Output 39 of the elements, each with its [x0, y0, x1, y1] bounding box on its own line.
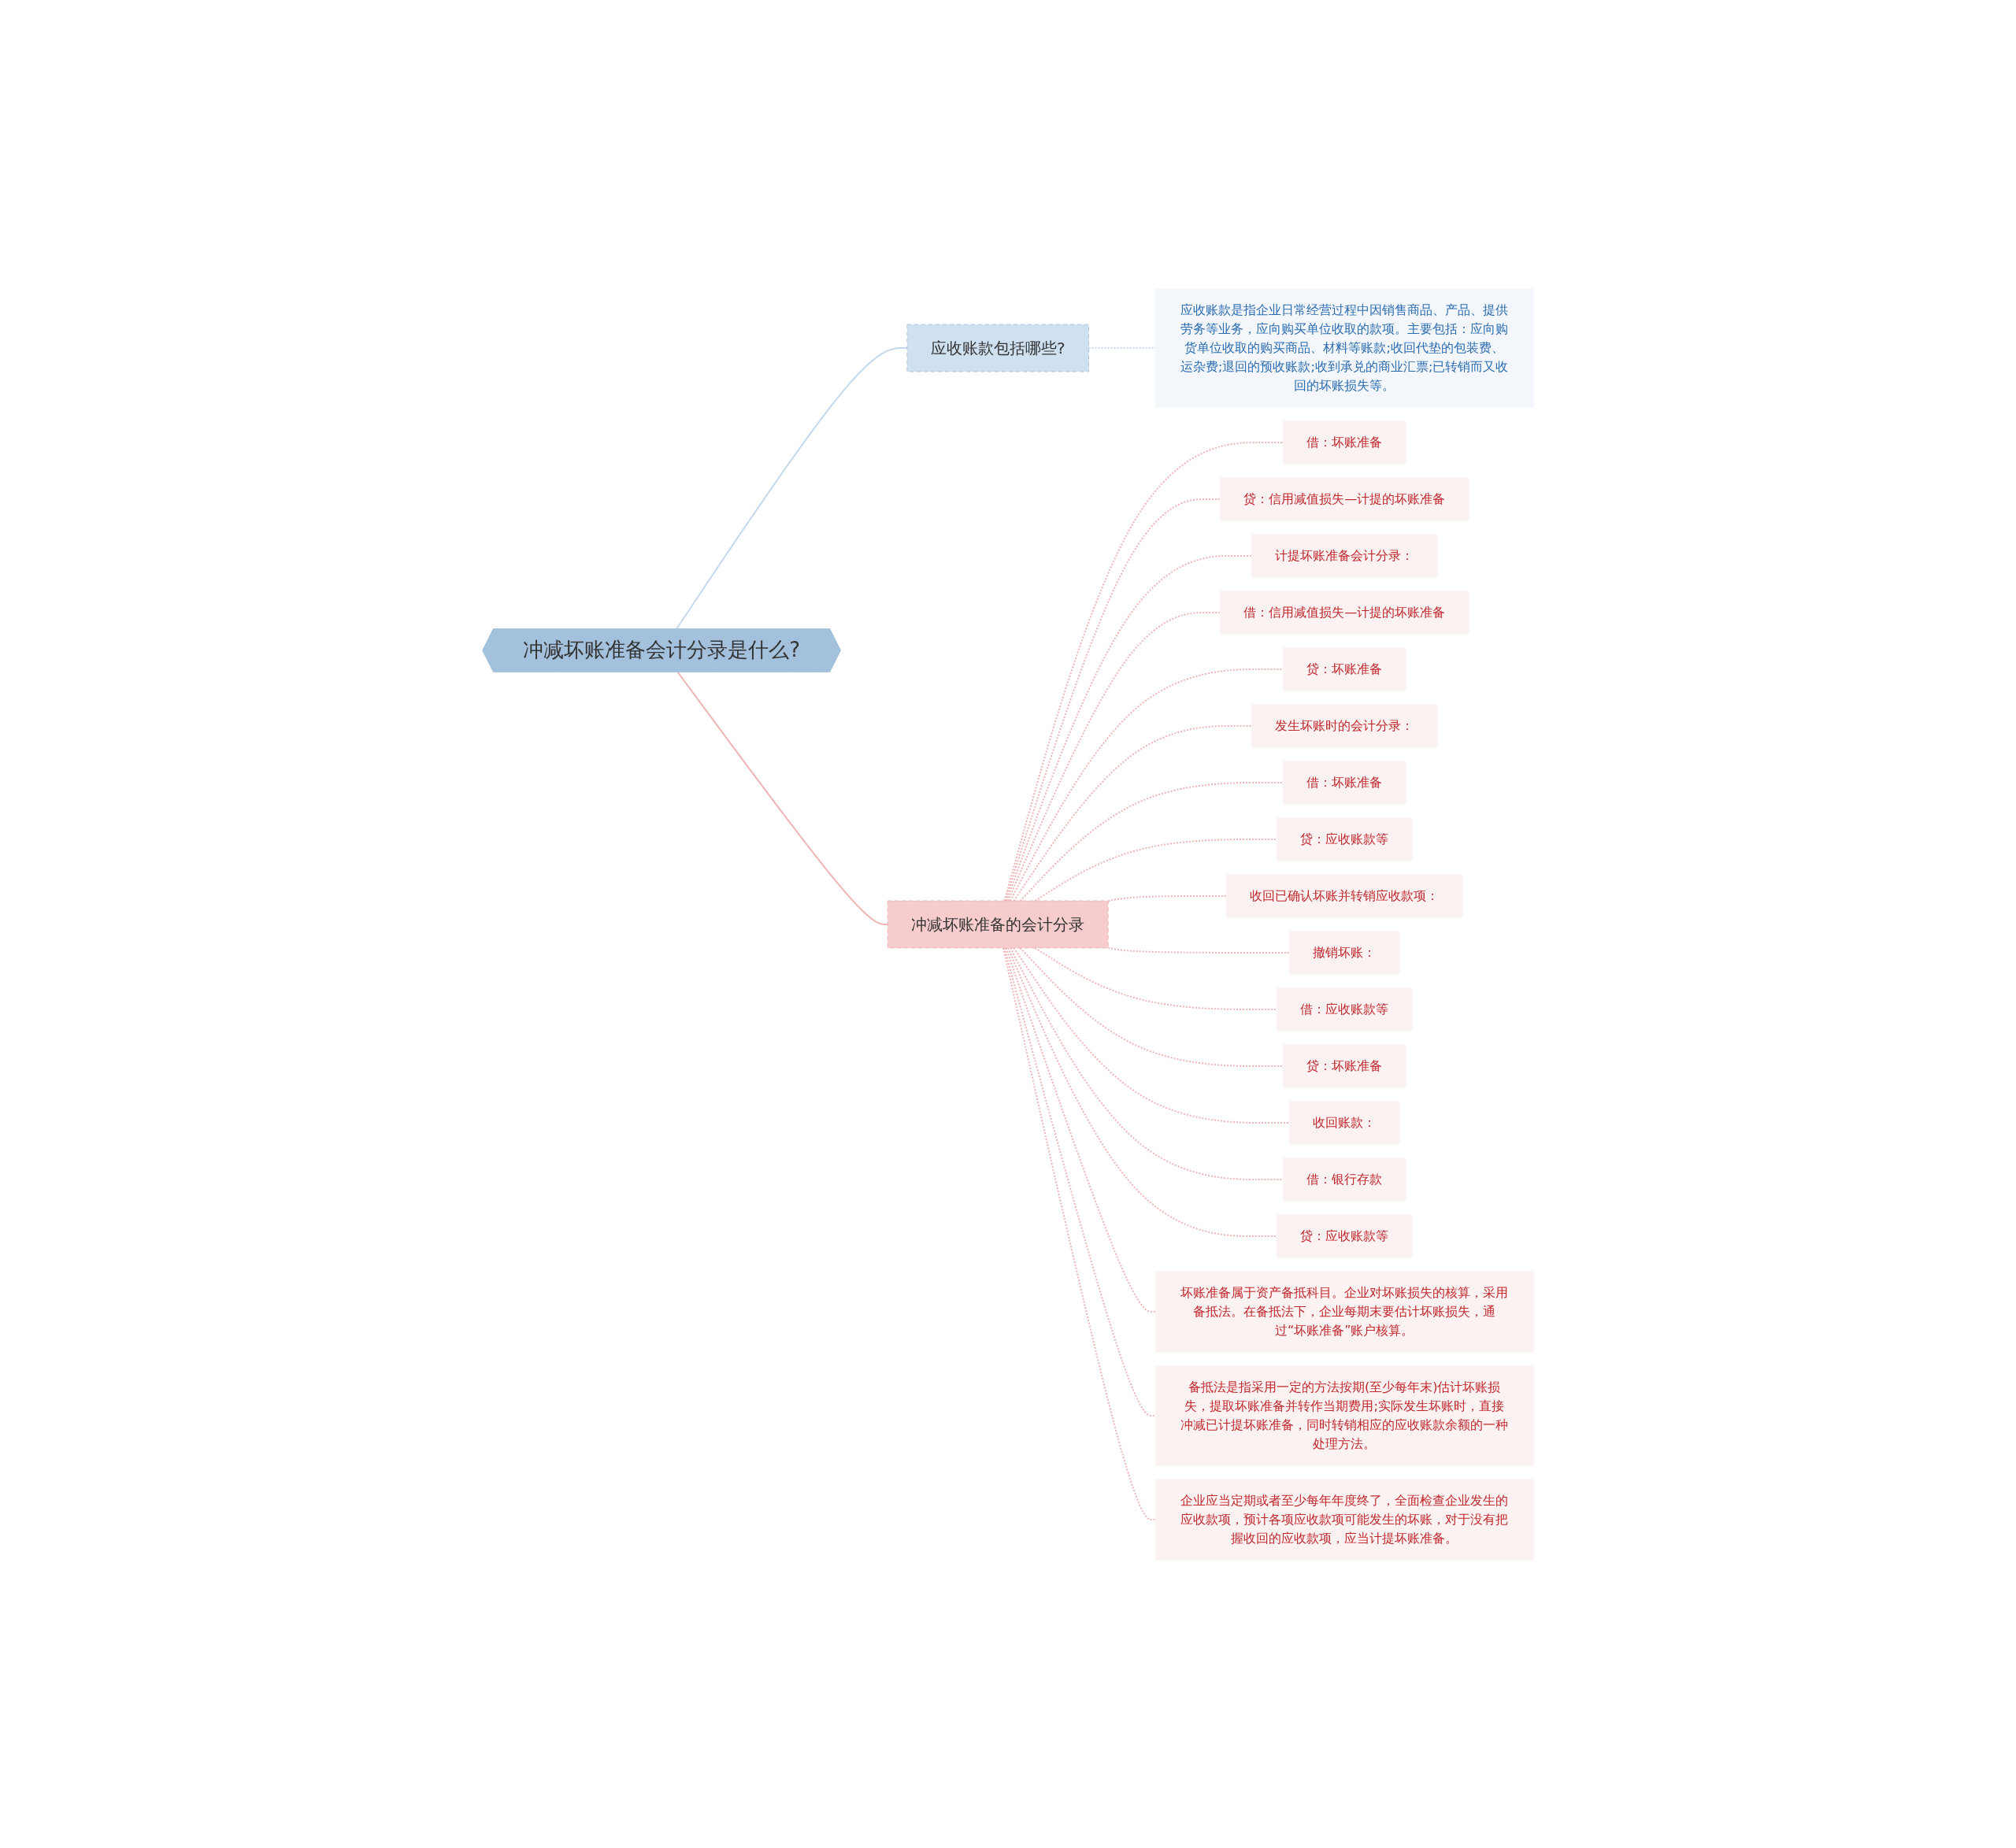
connector [1009, 946, 1284, 1180]
node-box: 贷：应收账款等 [1276, 1214, 1413, 1257]
connector [1007, 946, 1278, 1237]
node-box: 发生坏账时的会计分录： [1251, 704, 1438, 747]
connector [1107, 946, 1291, 954]
node-box: 借：坏账准备 [1282, 420, 1406, 464]
node-box: 备抵法是指采用一定的方法按期(至少每年末)估计坏账损失，提取坏账准备并转作当期费用;实际发生坏账时，直接冲减已计提坏账准备，同时转销相应的应收账款余额的一种处理方法。 [1154, 1365, 1534, 1465]
connector [1019, 946, 1284, 1067]
node-box: 贷：信用减值损失—计提的坏账准备 [1219, 477, 1469, 520]
node-box: 借：银行存款 [1282, 1157, 1406, 1201]
node-box: 冲减坏账准备的会计分录 [887, 900, 1109, 948]
node-box: 借：信用减值损失—计提的坏账准备 [1219, 591, 1469, 634]
connector [675, 346, 908, 630]
connector [1004, 498, 1221, 902]
connector [676, 671, 889, 925]
connector [1003, 946, 1157, 1417]
node-box: 企业应当定期或者至少每年年度终了，全面检查企业发生的应收款项，预计各项应收款项可能发生的坏账，对于没有把握收回的应收款项，应当计提坏账准备。 [1154, 1479, 1534, 1560]
node-box: 坏账准备属于资产备抵科目。企业对坏账损失的核算，采用备抵法。在备抵法下，企业每期末要估计坏账损失，通过“坏账准备”账户核算。 [1154, 1271, 1534, 1352]
node-box: 借：坏账准备 [1282, 761, 1406, 804]
connector [1019, 781, 1284, 902]
node-box: 收回已确认坏账并转销应收款项： [1225, 874, 1463, 917]
connector [1002, 946, 1157, 1520]
node-box: 收回账款： [1288, 1101, 1400, 1144]
connector [1003, 441, 1284, 902]
node-box: 撤销坏账： [1288, 931, 1400, 974]
node-box: 贷：应收账款等 [1276, 817, 1413, 861]
connector [1013, 724, 1253, 902]
connector [1006, 554, 1253, 902]
connector [1013, 946, 1291, 1124]
connector [1005, 946, 1157, 1313]
connector [1107, 894, 1228, 902]
node-box: 应收账款是指企业日常经营过程中因销售商品、产品、提供劳务等业务，应向购买单位收取的款项。主要包括：应向购货单位收取的购买商品、材料等账款;收回代垫的包装费、运杂费;退回的预收账款;收到承兑的商业汇票;已转销而又收回的坏账损失等。 [1154, 288, 1534, 407]
node-box: 计提坏账准备会计分录： [1251, 534, 1438, 577]
node-box: 贷：坏账准备 [1282, 647, 1406, 691]
node-box: 应收账款包括哪些? [906, 324, 1089, 372]
connector [1009, 668, 1284, 902]
connector [1034, 946, 1278, 1010]
node-box: 贷：坏账准备 [1282, 1044, 1406, 1087]
node-box: 借：应收账款等 [1276, 987, 1413, 1031]
